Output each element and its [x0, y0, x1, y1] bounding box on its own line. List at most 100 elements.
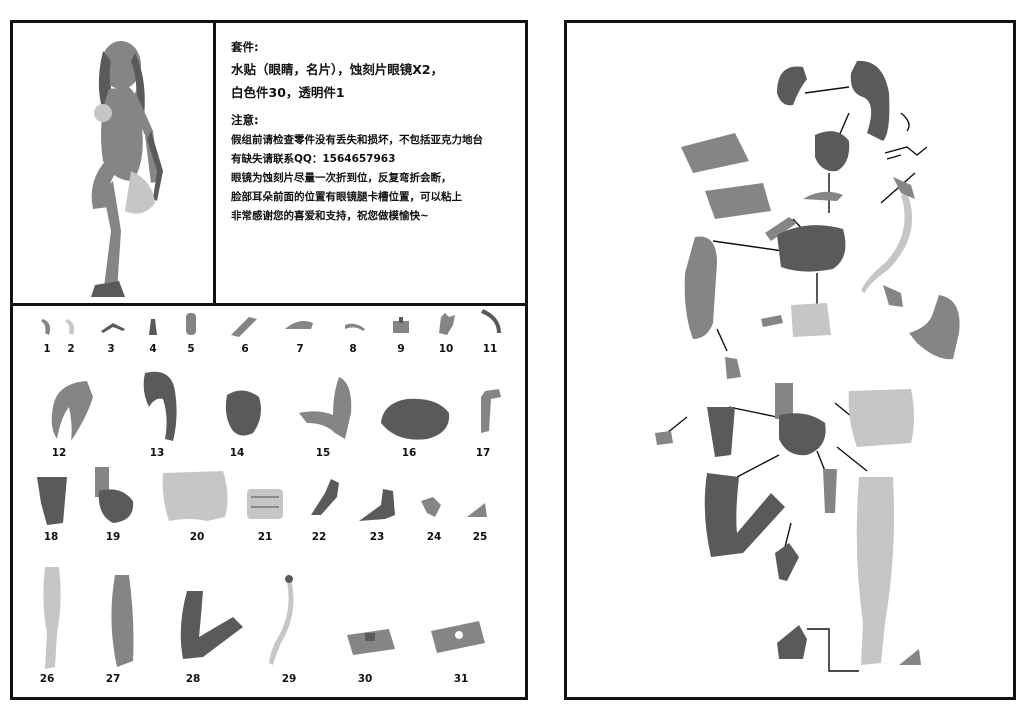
part-number-26: 26 — [39, 673, 55, 685]
part-number-6: 6 — [241, 343, 249, 355]
part-image-20 — [159, 467, 231, 525]
part-image-9 — [391, 315, 411, 335]
part-number-17: 17 — [475, 447, 491, 459]
part-image-5 — [183, 311, 199, 337]
part-image-30 — [343, 625, 399, 659]
assembly-base-plate-2 — [705, 183, 771, 219]
part-number-20: 20 — [189, 531, 205, 543]
part-image-22 — [305, 475, 345, 519]
assembly-ribbon — [861, 193, 913, 293]
part-image-14 — [219, 385, 267, 441]
notes-heading: 注意: — [231, 113, 259, 127]
instructions-block: 套件: 水贴（眼睛，名片），蚀刻片眼镜X2， 白色件30，透明件1 注意: 假组… — [231, 37, 521, 226]
divider-horizontal — [13, 303, 525, 306]
part-number-7: 7 — [296, 343, 304, 355]
part-number-3: 3 — [107, 343, 115, 355]
assembly-waist-clip — [761, 315, 783, 327]
part-image-6 — [229, 313, 259, 339]
part-number-15: 15 — [315, 447, 331, 459]
note-line-2: 有缺失请联系QQ：1564657963 — [231, 153, 396, 165]
note-line-3: 眼镜为蚀刻片尽量一次折到位，反复弯折会断， — [231, 172, 452, 184]
part-number-13: 13 — [149, 447, 165, 459]
part-image-12 — [47, 377, 97, 443]
part-image-23 — [355, 485, 403, 525]
assembly-hip — [779, 413, 826, 456]
assembly-base-plate-1 — [681, 133, 749, 173]
part-number-24: 24 — [426, 531, 442, 543]
assembly-cap — [803, 191, 843, 201]
assembly-jacket — [777, 225, 846, 272]
assembly-strap-piece — [823, 469, 837, 513]
part-image-7 — [283, 317, 315, 333]
assembly-leg-straight — [856, 477, 894, 665]
part-number-12: 12 — [51, 447, 67, 459]
assembly-arm-right — [909, 295, 960, 360]
part-number-4: 4 — [149, 343, 157, 355]
part-number-16: 16 — [401, 447, 417, 459]
kit-line-2: 白色件30，透明件1 — [231, 85, 345, 100]
assembly-shoe-1 — [775, 543, 799, 581]
part-image-31 — [427, 617, 489, 657]
part-number-31: 31 — [453, 673, 469, 685]
part-number-14: 14 — [229, 447, 245, 459]
part-number-28: 28 — [185, 673, 201, 685]
assembly-connector-lines — [666, 86, 916, 672]
part-number-9: 9 — [397, 343, 405, 355]
assembly-shoe-2 — [777, 625, 807, 659]
assembly-arm-left — [684, 236, 717, 339]
part-image-3 — [99, 319, 127, 335]
part-image-21 — [243, 483, 287, 523]
part-image-26 — [37, 563, 67, 673]
part-number-23: 23 — [369, 531, 385, 543]
part-image-27 — [101, 571, 141, 671]
note-line-1: 假组前请检查零件没有丢失和损坏，不包括亚克力地台 — [231, 134, 483, 146]
assembly-shorts — [848, 389, 914, 447]
assembly-hair-side — [777, 66, 807, 106]
part-image-10 — [435, 311, 457, 337]
parts-sheet: 套件: 水贴（眼睛，名片），蚀刻片眼镜X2， 白色件30，透明件1 注意: 假组… — [10, 20, 528, 700]
part-number-22: 22 — [311, 531, 327, 543]
part-number-30: 30 — [357, 673, 373, 685]
assembly-leg-bent — [704, 473, 785, 557]
part-image-19 — [91, 465, 137, 527]
assembly-waist — [791, 303, 831, 337]
part-number-25: 25 — [472, 531, 488, 543]
part-number-19: 19 — [105, 531, 121, 543]
assembly-ribbon-clip — [893, 177, 915, 199]
note-line-4: 脸部耳朵前面的位置有眼镜腿卡槽位置，可以粘上 — [231, 191, 462, 203]
part-image-4 — [145, 317, 161, 337]
part-image-13 — [135, 367, 181, 445]
part-image-1 — [39, 317, 55, 337]
assembly-hand-right — [883, 285, 903, 307]
part-image-2 — [63, 317, 79, 337]
part-image-17 — [475, 387, 505, 437]
part-number-21: 21 — [257, 531, 273, 543]
part-number-27: 27 — [105, 673, 121, 685]
part-number-1: 1 — [43, 343, 51, 355]
assembly-holster — [775, 383, 793, 419]
assembly-hair-strand — [900, 112, 910, 132]
assembly-accessory — [655, 431, 673, 445]
part-number-5: 5 — [187, 343, 195, 355]
part-image-16 — [377, 393, 453, 443]
assembly-diagram — [564, 20, 1016, 700]
assembly-small-part-1 — [765, 217, 797, 241]
part-image-11 — [479, 307, 505, 337]
assembly-face — [815, 131, 850, 172]
part-image-18 — [33, 473, 73, 529]
part-number-18: 18 — [43, 531, 59, 543]
part-number-10: 10 — [438, 343, 454, 355]
note-line-5: 非常感谢您的喜爱和支持，祝您做模愉快~ — [231, 210, 429, 222]
assembly-hand-left — [725, 357, 741, 379]
part-image-29 — [263, 573, 303, 669]
divider-vertical — [213, 23, 216, 305]
part-image-8 — [343, 321, 367, 333]
part-number-11: 11 — [482, 343, 498, 355]
kit-line-1: 水贴（眼睛，名片），蚀刻片眼镜X2， — [231, 62, 444, 77]
part-image-24 — [417, 491, 445, 521]
assembly-exploded-view — [655, 60, 960, 672]
assembly-base-wedge — [899, 649, 921, 665]
kit-heading: 套件: — [231, 40, 259, 54]
part-number-29: 29 — [281, 673, 297, 685]
assembly-hair-back — [850, 60, 890, 142]
